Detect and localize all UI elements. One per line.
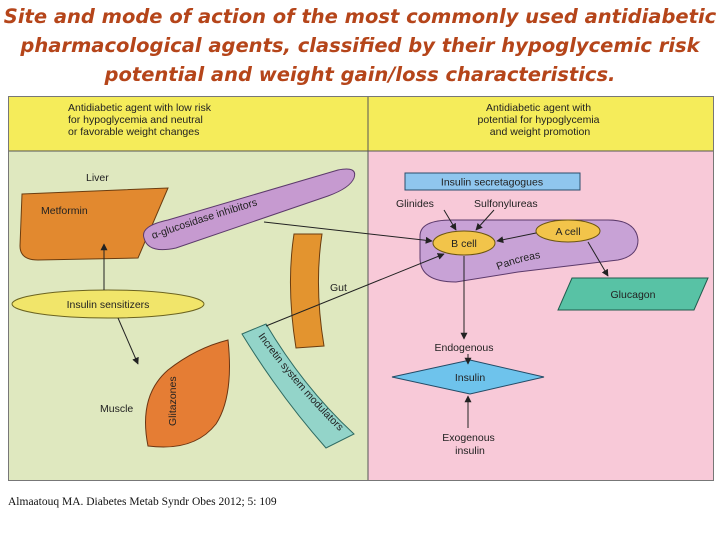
- insulin-sensitizers-shape: [11, 289, 205, 319]
- muscle-shape: [145, 339, 230, 448]
- gut-label: Gut: [330, 282, 347, 294]
- left-header: Antidiabetic agent with low risk for hyp…: [68, 102, 214, 138]
- title-line-2: pharmacological agents, classified by th…: [20, 34, 700, 57]
- b-cell-label: B cell: [451, 238, 477, 250]
- b-cell: [432, 230, 496, 256]
- arrow-sulfonylureas-to-bcell: [475, 209, 495, 231]
- glitazones-label: Glitazones: [167, 376, 179, 426]
- gut-shape: [289, 233, 325, 349]
- sulfonylureas-label: Sulfonylureas: [474, 198, 538, 210]
- exogenous-insulin-label: Exogenous insulin: [442, 432, 497, 457]
- insulin-secretagogues-label: Insulin secretagogues: [441, 177, 543, 189]
- arrow-glinides-to-bcell: [443, 209, 457, 231]
- a-cell-label: A cell: [555, 226, 580, 238]
- left-header-bg: [8, 96, 368, 151]
- right-header: Antidiabetic agent with potential for hy…: [478, 102, 603, 138]
- insulin-secretagogues-box: [404, 172, 581, 191]
- mechanism-diagram: Antidiabetic agent with low risk for hyp…: [8, 96, 714, 481]
- incretin-shape: [241, 323, 355, 449]
- liver-shape: [19, 187, 169, 261]
- liver-label: Liver: [86, 172, 109, 184]
- arrow-acell-to-glucagon: [587, 241, 609, 277]
- title-line-1: Site and mode of action of the most comm…: [3, 5, 717, 28]
- right-panel-bg: [368, 151, 714, 481]
- glucagon-label: Glucagon: [611, 289, 656, 301]
- glinides-label: Glinides: [396, 198, 434, 210]
- right-header-bg: [368, 96, 714, 151]
- alpha-glucosidase-shape: [143, 168, 356, 251]
- muscle-label: Muscle: [100, 403, 133, 415]
- arrow-acell-to-bcell: [496, 232, 537, 244]
- arrow-incretin-to-bcell: [265, 253, 445, 327]
- arrow-gut-to-bcell: [263, 221, 433, 244]
- insulin-diamond: [391, 359, 545, 395]
- glucagon-shape: [557, 277, 709, 311]
- insulin-label: Insulin: [455, 372, 486, 384]
- slide-title: Site and mode of action of the most comm…: [0, 2, 720, 89]
- title-line-3: potential and weight gain/loss character…: [104, 63, 616, 86]
- metformin-label: Metformin: [41, 205, 88, 217]
- endogenous-label: Endogenous: [435, 342, 494, 354]
- citation: Almaatouq MA. Diabetes Metab Syndr Obes …: [8, 496, 277, 508]
- insulin-sensitizers-label: Insulin sensitizers: [67, 299, 150, 311]
- arrow-sensitizers-to-muscle: [117, 317, 139, 365]
- a-cell: [535, 219, 601, 243]
